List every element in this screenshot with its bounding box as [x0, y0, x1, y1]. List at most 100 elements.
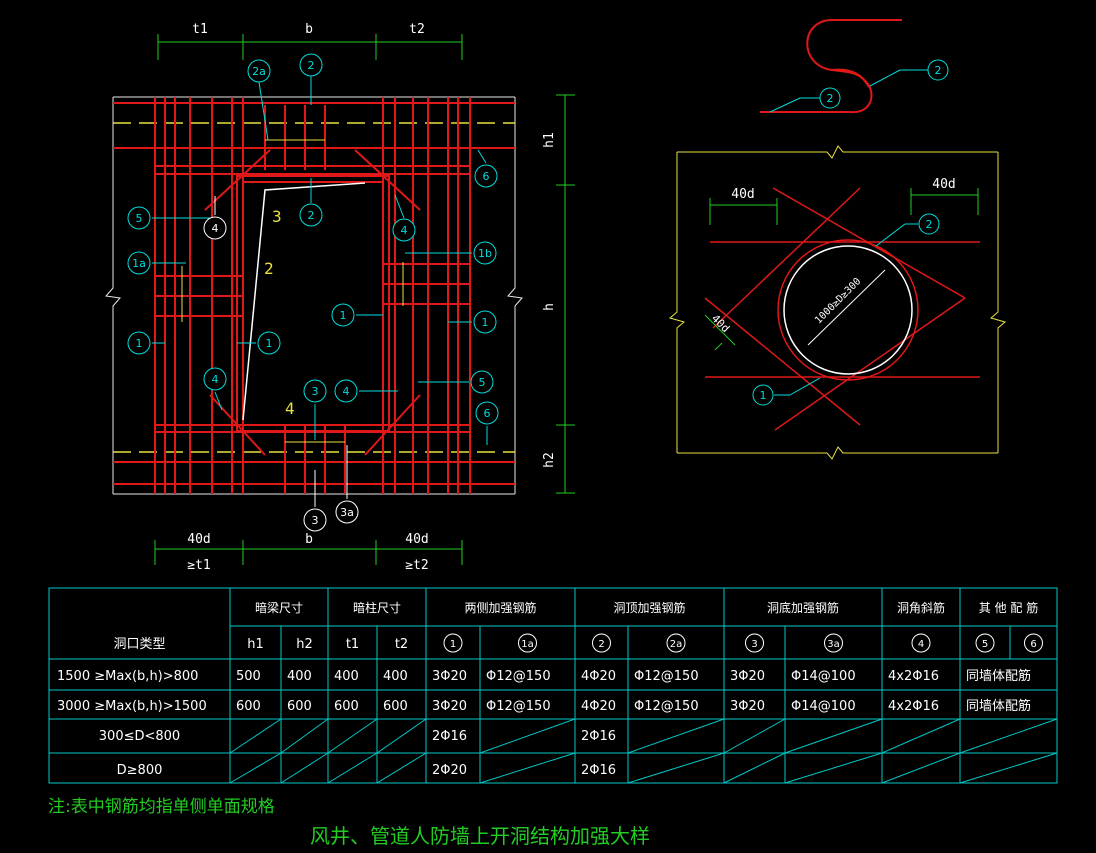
- table-cell: Φ12@150: [634, 699, 699, 714]
- table-col-header: 4: [911, 633, 931, 653]
- dim-ge-t1: ≥t1: [187, 558, 210, 573]
- hook-detail: [760, 19, 928, 114]
- callout-1a: 1a: [127, 251, 151, 275]
- table-cell: Φ12@150: [634, 669, 699, 684]
- svg-text:3: 3: [312, 385, 319, 398]
- table-cell: 2Φ20: [432, 763, 467, 778]
- dim-40d-left: 40d: [187, 532, 210, 547]
- svg-text:2: 2: [598, 639, 604, 650]
- svg-text:1a: 1a: [521, 639, 534, 650]
- drawing-title: 风井、管道人防墙上开洞结构加强大样: [310, 824, 650, 848]
- table-cell: 400: [287, 669, 312, 684]
- diameter-line: [807, 269, 886, 346]
- callout-6: 6: [475, 401, 499, 425]
- circle-rebar: [704, 187, 980, 431]
- svg-text:4: 4: [918, 639, 924, 650]
- table-cell: D≥800: [117, 763, 163, 778]
- table-col-header: h2: [296, 637, 313, 652]
- inner-label-3: 3: [272, 207, 282, 226]
- table-cell: 2Φ16: [432, 729, 467, 744]
- svg-text:1: 1: [136, 337, 143, 350]
- svg-text:2: 2: [308, 59, 315, 72]
- callout-4: 4: [203, 367, 227, 391]
- table-text: 暗梁尺寸暗柱尺寸两侧加强钢筋洞顶加强钢筋洞底加强钢筋洞角斜筋其 他 配 筋洞口类…: [57, 600, 1043, 778]
- svg-text:1b: 1b: [478, 247, 492, 260]
- table-cell: 1500 ≥Max(b,h)>800: [57, 669, 198, 684]
- svg-text:1: 1: [450, 639, 456, 650]
- tick-marks: [181, 139, 404, 443]
- duct-circle: [783, 245, 913, 375]
- svg-text:1: 1: [482, 316, 489, 329]
- table-group-header: 其 他 配 筋: [979, 600, 1038, 615]
- callout-1: 1: [752, 384, 774, 406]
- callout-1: 1: [473, 310, 497, 334]
- table-cell: 600: [287, 699, 312, 714]
- table-cell: 4Φ20: [581, 699, 616, 714]
- table-cell: 同墙体配筋: [966, 668, 1031, 684]
- table-cell: Φ12@150: [486, 669, 551, 684]
- table-note: 注:表中钢筋均指单侧单面规格: [48, 797, 275, 817]
- callout-2: 2: [918, 213, 940, 235]
- dim-h: h: [542, 303, 557, 311]
- table-group-header: 洞角斜筋: [897, 600, 945, 615]
- svg-text:1: 1: [266, 337, 273, 350]
- callout-2: 2: [927, 59, 949, 81]
- svg-text:1: 1: [760, 389, 767, 402]
- table-cell: Φ12@150: [486, 699, 551, 714]
- rebar-lines: [113, 97, 515, 494]
- callout-1: 1: [331, 303, 355, 327]
- table-cell: 3000 ≥Max(b,h)>1500: [57, 699, 207, 714]
- table-cell: 400: [383, 669, 408, 684]
- circle-dim-40d-right: 40d: [932, 177, 955, 192]
- svg-text:1a: 1a: [132, 257, 146, 270]
- svg-text:4: 4: [401, 224, 408, 237]
- dim-b-bottom: b: [305, 532, 313, 547]
- table-col-header: t2: [395, 637, 408, 652]
- callout-1: 1: [257, 331, 281, 355]
- table-cell: 300≤D<800: [99, 729, 180, 744]
- table-group-header: 暗梁尺寸: [255, 600, 303, 615]
- callout-3a: 3a: [335, 500, 359, 524]
- svg-text:2: 2: [827, 92, 834, 105]
- table-cell: Φ14@100: [791, 669, 856, 684]
- table-cell: 4Φ20: [581, 669, 616, 684]
- svg-text:5: 5: [479, 376, 486, 389]
- svg-text:3a: 3a: [827, 639, 840, 650]
- dim-t1: t1: [192, 22, 208, 37]
- table-cell: 600: [383, 699, 408, 714]
- callout-4: 4: [392, 218, 416, 242]
- table-group-header: 两侧加强钢筋: [464, 600, 536, 615]
- table-cell: 500: [236, 669, 261, 684]
- table-cell: 3Φ20: [730, 669, 765, 684]
- callout-2: 2: [299, 53, 323, 77]
- dimension-text: t1 b t2 40d b 40d ≥t1 ≥t2 h1 h h2: [187, 22, 557, 573]
- svg-text:6: 6: [483, 170, 490, 183]
- table-cell: 同墙体配筋: [966, 698, 1031, 714]
- table-group-header: 暗柱尺寸: [353, 600, 401, 615]
- svg-text:1: 1: [340, 309, 347, 322]
- beam-dashed-lines: [113, 122, 515, 453]
- circle-leaders: [774, 223, 918, 396]
- dimension-lines: [154, 34, 575, 565]
- callout-5: 5: [470, 370, 494, 394]
- svg-text:2: 2: [308, 209, 315, 222]
- table-col-header: 2a: [666, 633, 686, 653]
- svg-text:3: 3: [312, 514, 319, 527]
- table-col-header: 6: [1024, 633, 1043, 653]
- callout-1b: 1b: [473, 241, 497, 265]
- circle-dim-40d-left: 40d: [731, 187, 754, 202]
- table-cell: 600: [236, 699, 261, 714]
- callout-2: 2: [299, 203, 323, 227]
- dim-t2: t2: [409, 22, 425, 37]
- svg-text:6: 6: [484, 407, 491, 420]
- callout-3: 3: [303, 508, 327, 532]
- svg-text:6: 6: [1030, 639, 1036, 650]
- inner-labels: 3 2 4: [264, 207, 295, 418]
- table-cell: 600: [334, 699, 359, 714]
- svg-text:4: 4: [343, 385, 350, 398]
- table-cell: 3Φ20: [730, 699, 765, 714]
- svg-text:2: 2: [935, 64, 942, 77]
- svg-text:4: 4: [212, 222, 219, 235]
